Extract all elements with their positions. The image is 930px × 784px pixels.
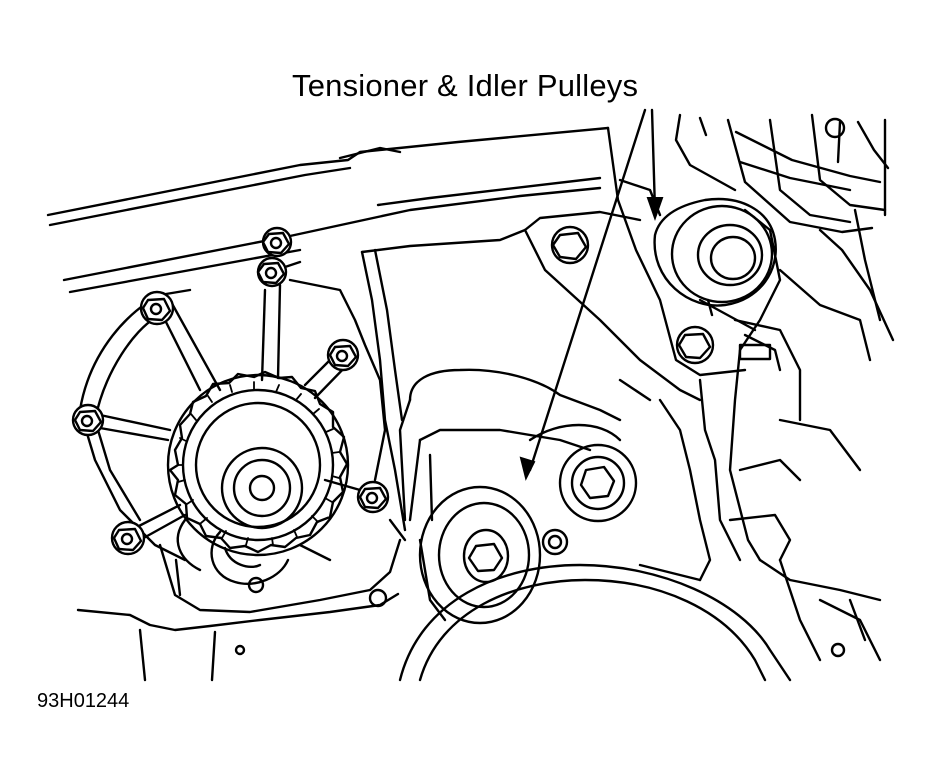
- water-pump-bolt-top2: [256, 256, 288, 288]
- water-pump-bolt-lower-left: [110, 520, 146, 556]
- water-pump-bolt-right: [326, 338, 360, 372]
- engine-block-outline: [46, 126, 610, 294]
- figure-id-label: 93H01244: [37, 690, 130, 712]
- timing-cover-center: [360, 210, 712, 582]
- cover-bolt-upper: [550, 225, 590, 265]
- lower-right-bracket: [778, 558, 882, 662]
- water-pump-bolt-top: [261, 226, 293, 258]
- tensioner-idler-callout-label: Tensioner & Idler Pulleys: [292, 68, 639, 103]
- cam-sprocket: [166, 370, 350, 557]
- upper-idler-pulley: [653, 197, 777, 317]
- tensioner-assembly: [398, 368, 638, 556]
- lower-left-housing: [76, 518, 407, 682]
- water-pump-bolt-left: [71, 403, 105, 437]
- upper-pulley-bracket: [674, 113, 895, 342]
- timing-cover-right: [606, 126, 882, 602]
- water-pump-bolt-lower-right: [356, 480, 390, 514]
- callout-arrows: [519, 108, 664, 481]
- lower-tensioner-pulley: [418, 485, 542, 625]
- idler-bracket-bolt: [675, 325, 715, 365]
- crankshaft-pulley: [398, 563, 792, 682]
- water-pump-bolt-upper-left: [139, 290, 175, 326]
